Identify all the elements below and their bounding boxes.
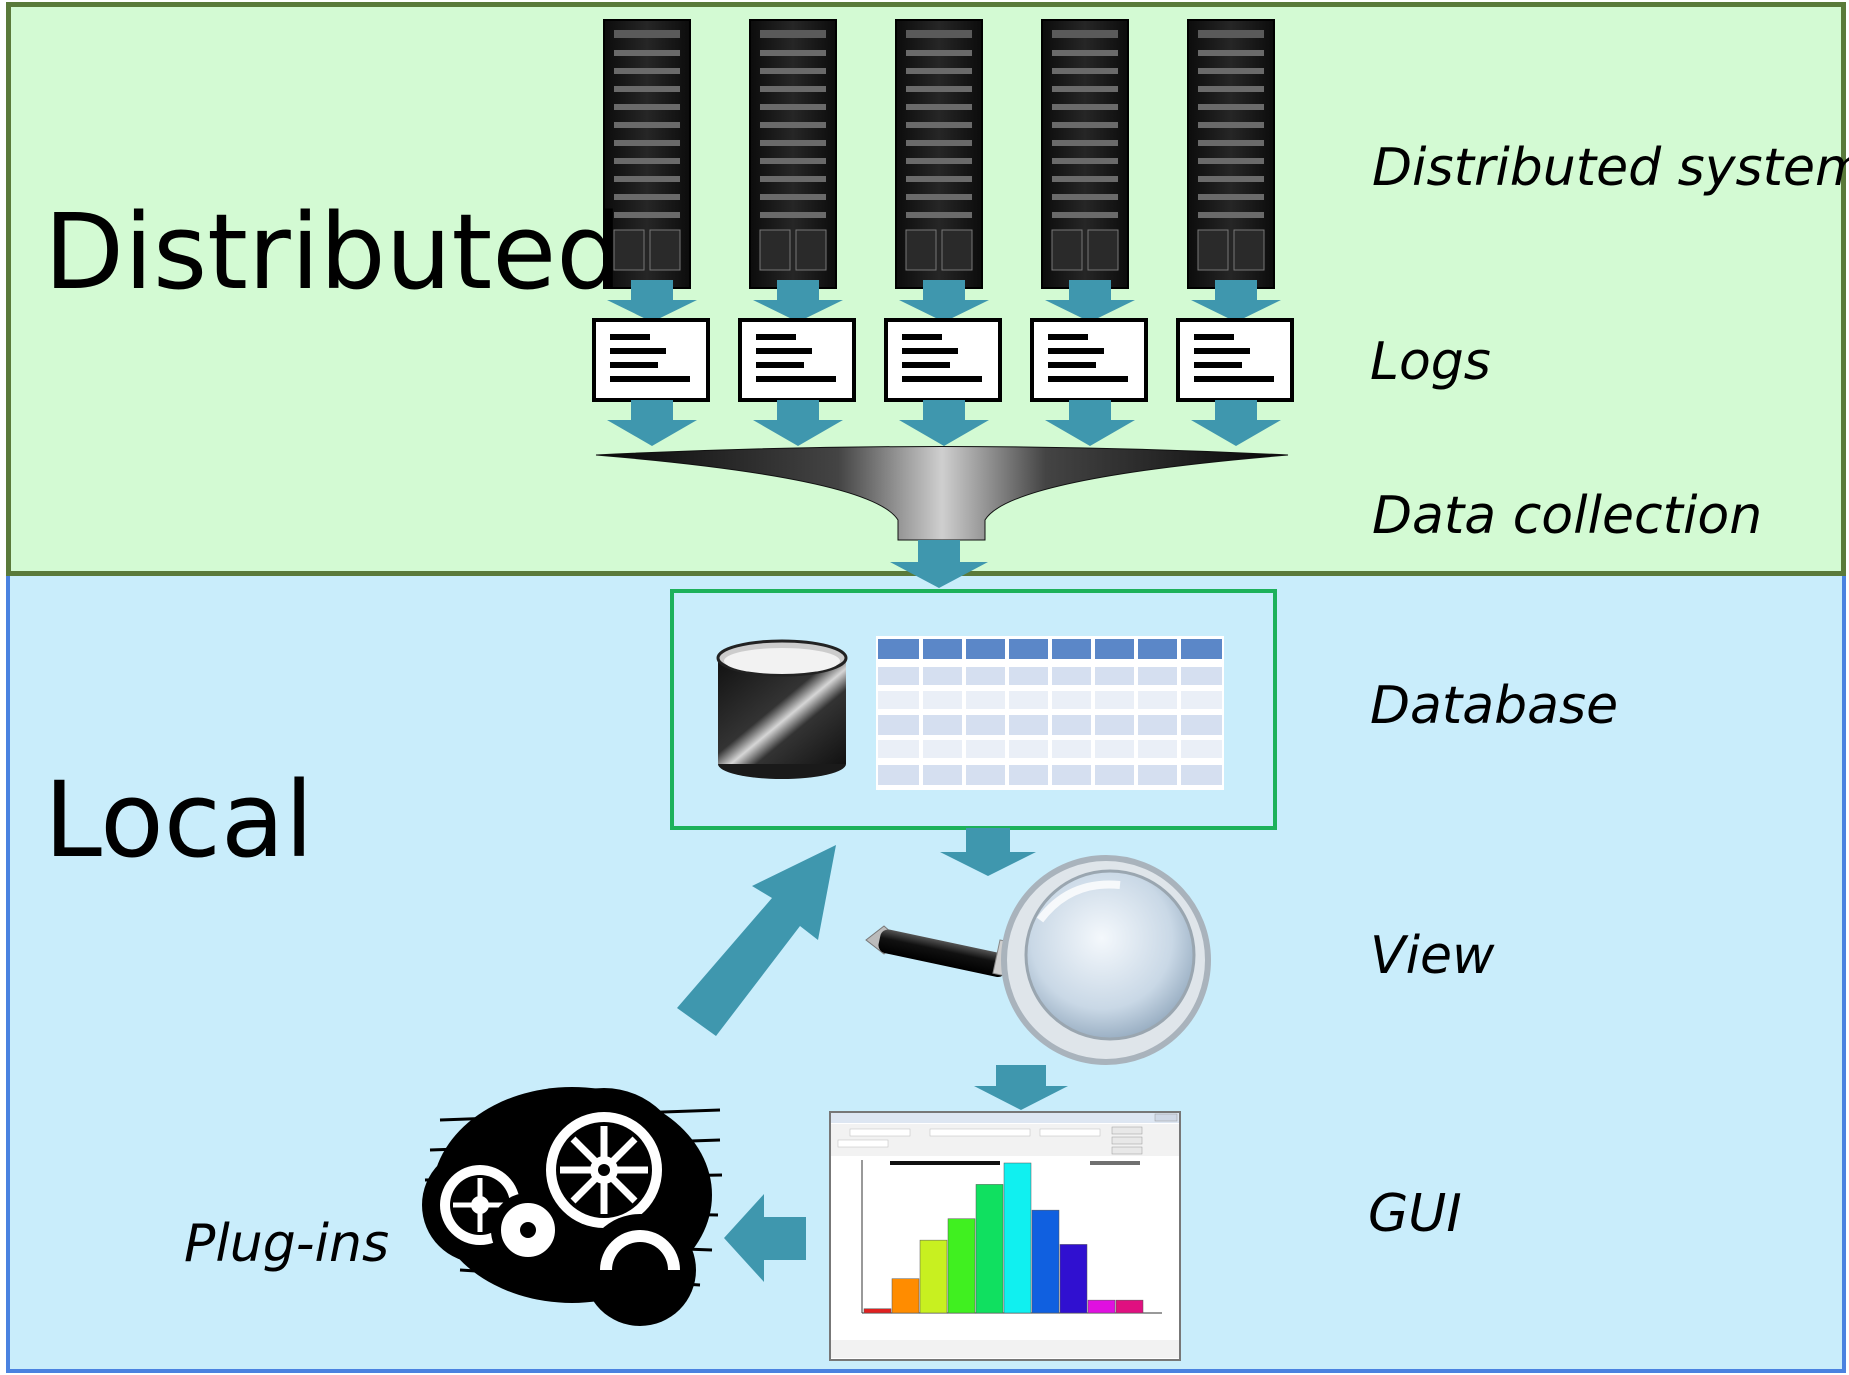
- database-cylinder-icon: [716, 639, 848, 779]
- down-arrow-icon: [890, 540, 988, 588]
- down-arrow-icon: [899, 280, 989, 322]
- funnel-icon: [595, 446, 1289, 541]
- down-arrow-icon: [607, 400, 697, 446]
- view-label: View: [1370, 926, 1495, 986]
- log-document-icon: [738, 318, 856, 402]
- histogram-gui-icon: [829, 1111, 1181, 1361]
- down-arrow-icon: [1045, 400, 1135, 446]
- histogram-scatter-strip: [890, 1161, 1140, 1165]
- histogram-bar: [975, 1184, 1004, 1314]
- down-arrow-icon: [607, 280, 697, 322]
- log-document-icon: [884, 318, 1002, 402]
- histogram-bars: [863, 1162, 1144, 1314]
- left-arrow-icon: [724, 1194, 806, 1282]
- gui-label: GUI: [1368, 1184, 1462, 1244]
- log-document-icon: [1176, 318, 1294, 402]
- server-rack-icon: [895, 19, 983, 289]
- server-rack-icon: [749, 19, 837, 289]
- server-rack-icon: [1041, 19, 1129, 289]
- gears-icon: [422, 1087, 723, 1326]
- distributed-title: Distributed: [44, 191, 623, 313]
- down-arrow-icon: [753, 400, 843, 446]
- histogram-bar: [1087, 1299, 1116, 1314]
- histogram-bar: [1115, 1299, 1144, 1314]
- database-label: Database: [1370, 676, 1619, 736]
- down-arrow-icon: [974, 1065, 1068, 1110]
- plugins-label: Plug-ins: [184, 1214, 390, 1274]
- server-rack-icon: [1187, 19, 1275, 289]
- log-document-icon: [592, 318, 710, 402]
- down-arrow-icon: [899, 400, 989, 446]
- log-to-funnel-arrows: [607, 400, 1281, 446]
- local-title: Local: [44, 759, 314, 881]
- down-arrow-icon: [1191, 280, 1281, 322]
- histogram-bar: [1031, 1209, 1060, 1314]
- down-arrow-icon: [1191, 400, 1281, 446]
- down-arrow-icon: [753, 280, 843, 322]
- histogram-bar: [1003, 1162, 1032, 1314]
- histogram-bar: [891, 1278, 920, 1314]
- up-right-arrow-icon: [677, 845, 836, 1036]
- log-document-icon: [1030, 318, 1148, 402]
- histogram-bar: [1059, 1244, 1088, 1314]
- server-racks: [603, 19, 1275, 289]
- down-arrow-icon: [940, 828, 1036, 876]
- histogram-bar: [919, 1239, 948, 1314]
- log-documents: [592, 318, 1294, 402]
- histogram-bar: [947, 1218, 976, 1314]
- down-arrow-icon: [1045, 280, 1135, 322]
- rack-to-log-arrows: [607, 280, 1281, 322]
- table-icon: [876, 636, 1224, 790]
- magnifying-glass-icon: [865, 855, 1211, 1065]
- data-collection-label: Data collection: [1372, 486, 1763, 546]
- distributed-system-label: Distributed system: [1372, 138, 1849, 198]
- histogram-bar: [863, 1308, 892, 1314]
- logs-label: Logs: [1370, 332, 1491, 392]
